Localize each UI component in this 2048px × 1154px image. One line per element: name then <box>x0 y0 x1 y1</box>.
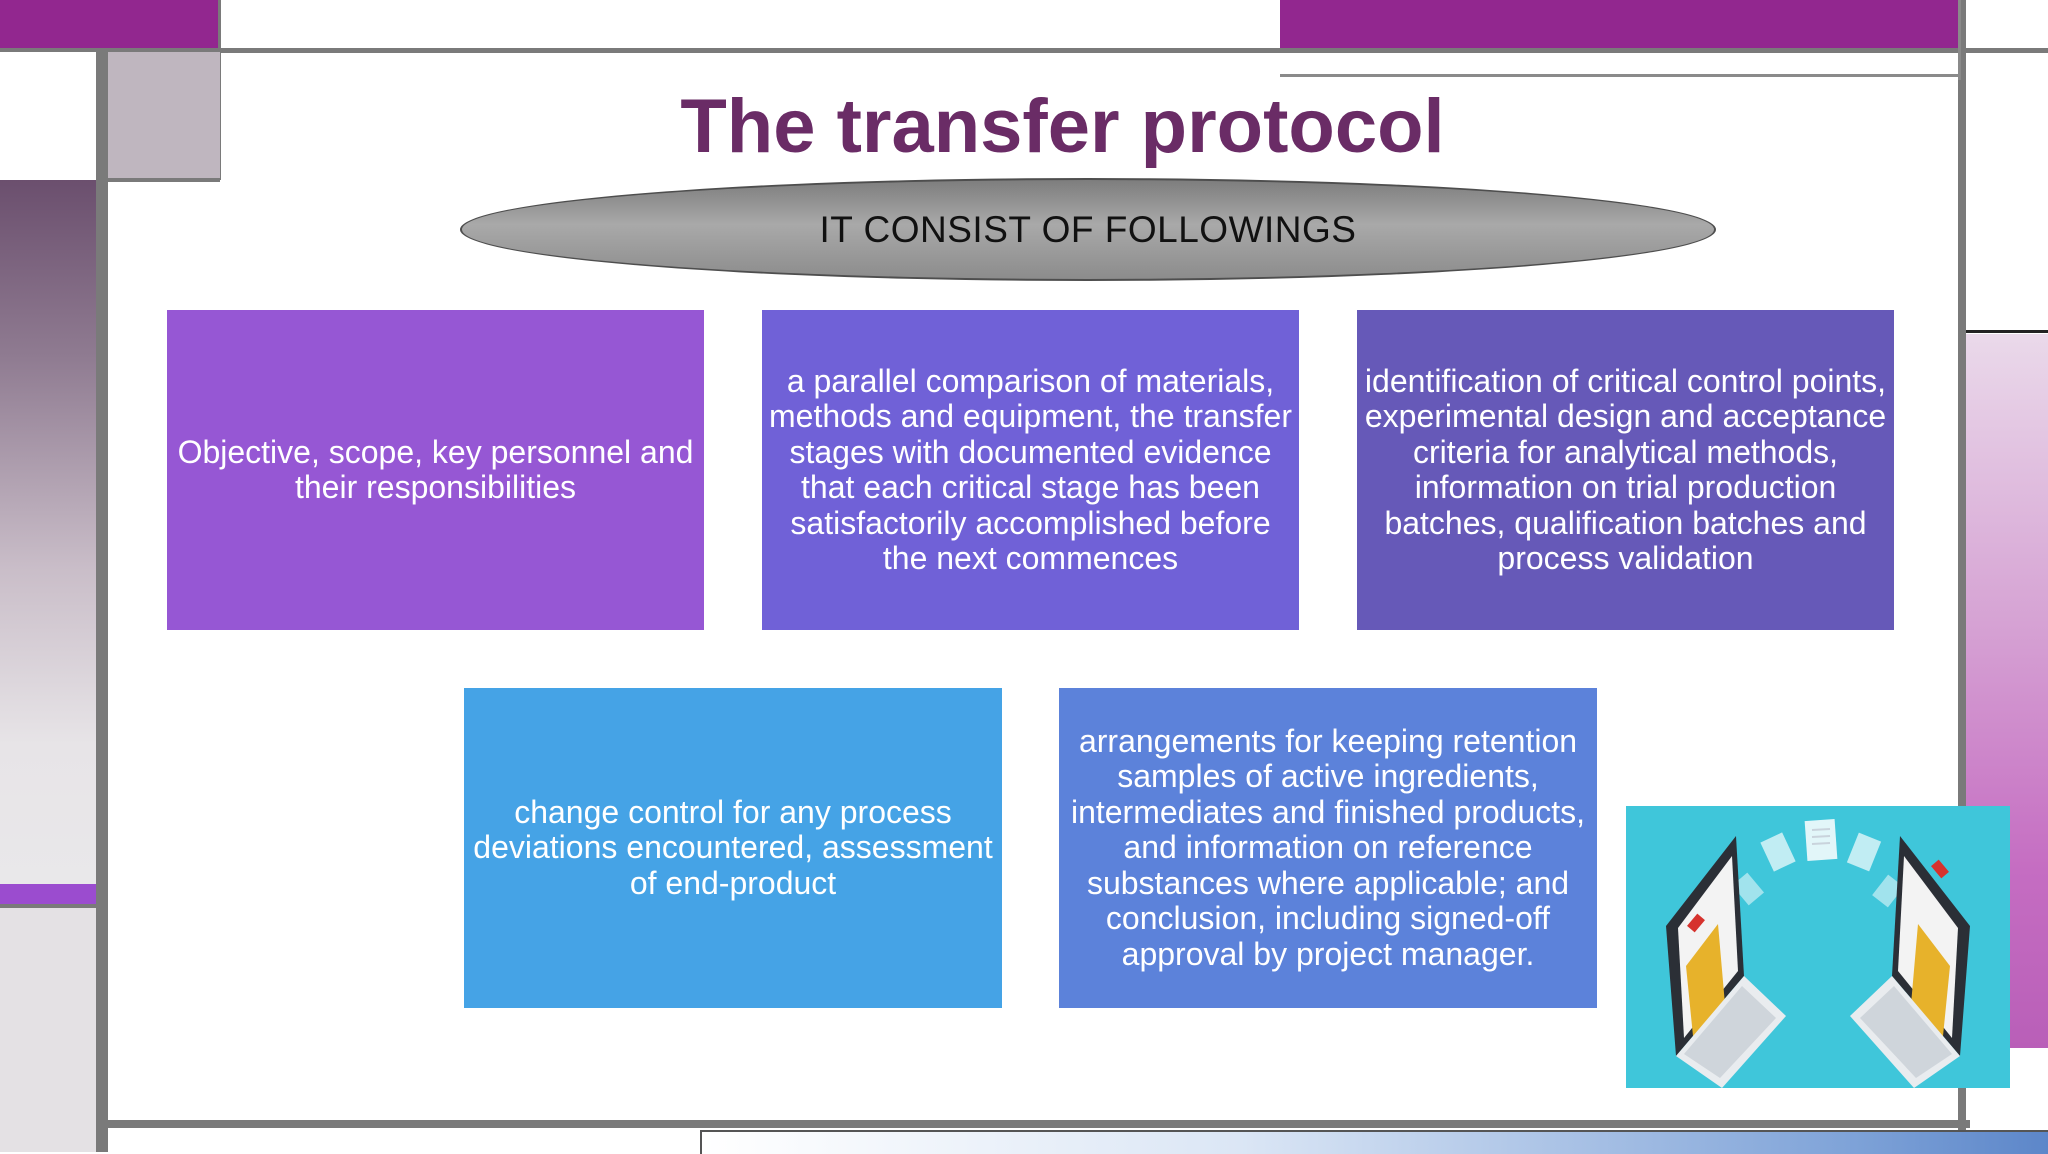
frame-block-left-top <box>0 52 96 184</box>
frame-square-gray <box>108 52 220 182</box>
frame-line-bottom <box>100 1120 1970 1128</box>
file-transfer-laptops-icon <box>1666 819 1970 1088</box>
frame-line-right-top <box>1958 0 1961 80</box>
frame-block-left-bottom <box>0 908 96 1152</box>
content-box-change-control: change control for any process deviation… <box>464 688 1002 1008</box>
frame-line-right <box>1962 330 2048 333</box>
content-box-comparison: a parallel comparison of materials, meth… <box>762 310 1299 630</box>
frame-gradient-bottom <box>700 1130 2048 1154</box>
content-box-text: change control for any process deviation… <box>473 793 993 901</box>
subtitle-text: IT CONSIST OF FOLLOWINGS <box>819 208 1357 250</box>
frame-column-right <box>1958 0 1966 1130</box>
content-box-objective: Objective, scope, key personnel and thei… <box>167 310 704 630</box>
frame-line-top <box>0 48 2048 53</box>
content-box-text: arrangements for keeping retention sampl… <box>1070 722 1586 972</box>
content-box-critical-points: identification of critical control point… <box>1357 310 1894 630</box>
subtitle-ellipse: IT CONSIST OF FOLLOWINGS <box>460 178 1716 281</box>
frame-line-top-right <box>1280 74 2048 77</box>
frame-line-left <box>96 52 108 1152</box>
content-box-retention-samples: arrangements for keeping retention sampl… <box>1059 688 1597 1008</box>
slide-title: The transfer protocol <box>680 84 1445 169</box>
accent-bar-right <box>1280 0 1960 50</box>
content-box-text: identification of critical control point… <box>1364 362 1887 576</box>
file-transfer-illustration <box>1626 806 2010 1088</box>
content-box-text: a parallel comparison of materials, meth… <box>769 362 1292 576</box>
accent-bar-left <box>0 0 220 50</box>
frame-strip-left <box>0 884 102 908</box>
frame-gradient-left <box>0 180 96 885</box>
content-box-text: Objective, scope, key personnel and thei… <box>177 433 694 505</box>
frame-block-right-top <box>1966 53 2048 330</box>
